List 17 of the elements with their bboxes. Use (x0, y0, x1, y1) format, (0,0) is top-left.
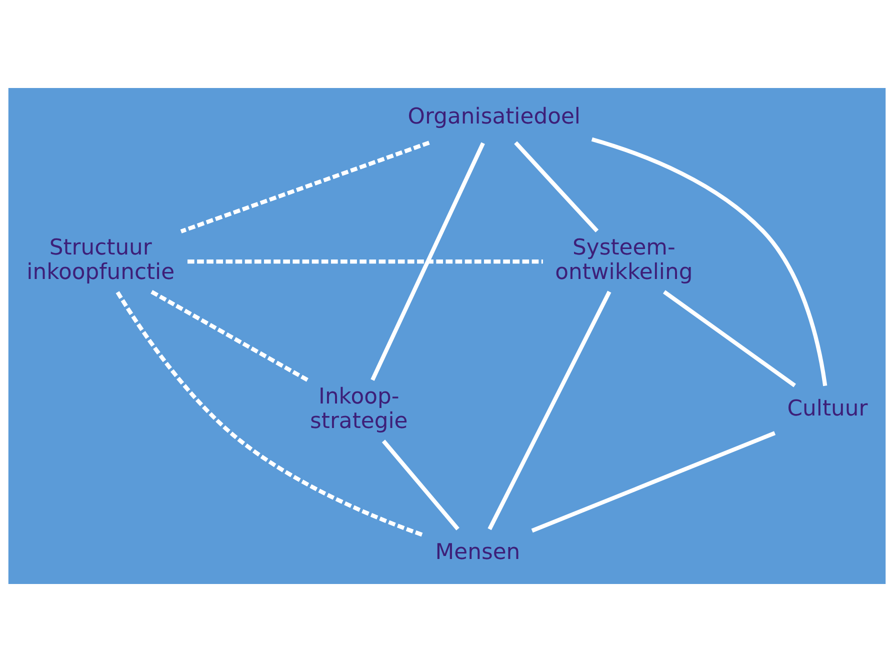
node-text: Mensen (435, 540, 520, 566)
connector (662, 290, 796, 388)
connector (382, 440, 460, 530)
node-text: Cultuur (787, 396, 868, 422)
node-text: Inkoop- strategie (310, 384, 408, 434)
connector (150, 290, 309, 382)
connector (370, 142, 485, 381)
connector (488, 290, 612, 530)
connector (591, 137, 828, 386)
connector (188, 259, 543, 264)
node-text: Systeem- ontwikkeling (555, 235, 693, 286)
node-text: Structuur inkoopfunctie (26, 235, 175, 286)
node-text: Organisatiedoel (408, 104, 580, 130)
connector (180, 140, 430, 234)
connector (116, 291, 424, 538)
connector (514, 141, 599, 232)
connector (531, 431, 776, 533)
